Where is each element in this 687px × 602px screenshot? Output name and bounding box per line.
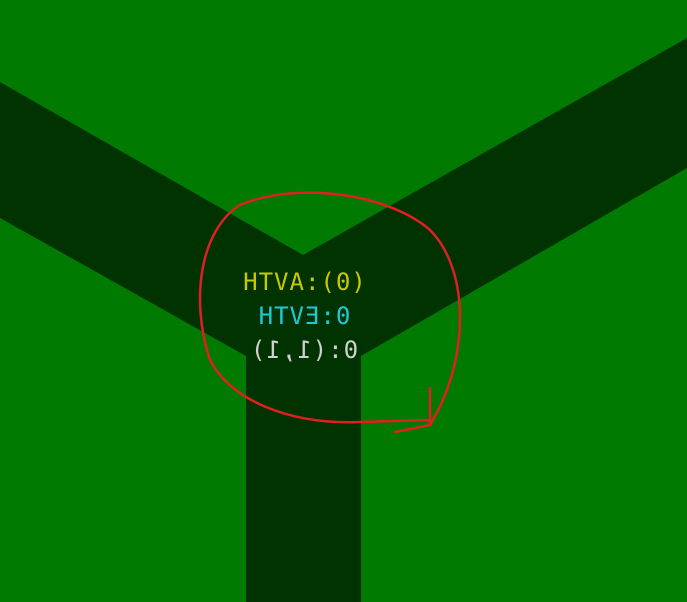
- red-annotation-circle: [198, 191, 462, 434]
- node-coordinate-label: 0:(1,1): [249, 336, 359, 364]
- node-event-label: 0:EVTH: [257, 302, 351, 330]
- road-junction: [0, 38, 687, 602]
- node-labels: 0:(1,1) 0:EVTH (0):AVTH: [242, 268, 366, 364]
- node-avoid-label: (0):AVTH: [242, 268, 366, 296]
